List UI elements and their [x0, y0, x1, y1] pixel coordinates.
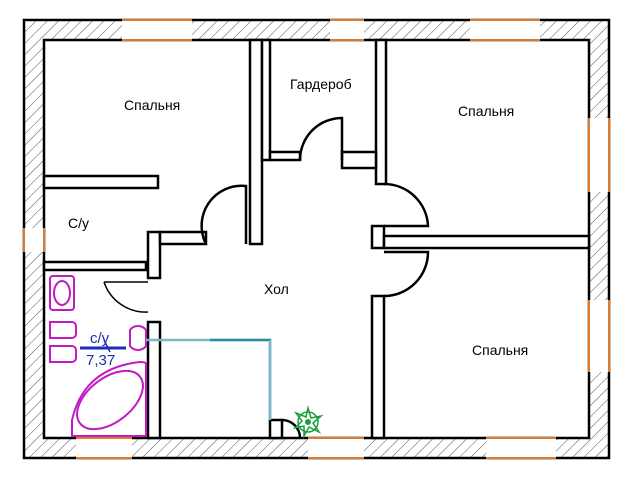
doors	[103, 116, 430, 439]
room-label-wc: С/у	[68, 215, 89, 231]
bathroom-area-marker	[80, 339, 126, 353]
bathroom-fixtures	[49, 275, 147, 437]
room-label-bathroom-area: 7,37	[86, 352, 115, 369]
piping	[146, 338, 272, 420]
windows	[23, 19, 610, 459]
room-label-hall: Хол	[264, 281, 289, 297]
interior-walls	[42, 38, 591, 440]
room-label-bedroom-top-left: Спальня	[124, 97, 180, 113]
plant-icon	[292, 405, 324, 439]
room-label-bathroom: с/у	[90, 330, 110, 347]
room-label-bedroom-bottom-right: Спальня	[472, 342, 528, 358]
room-label-wardrobe: Гардероб	[290, 76, 352, 92]
room-label-bedroom-top-right: Спальня	[458, 103, 514, 119]
